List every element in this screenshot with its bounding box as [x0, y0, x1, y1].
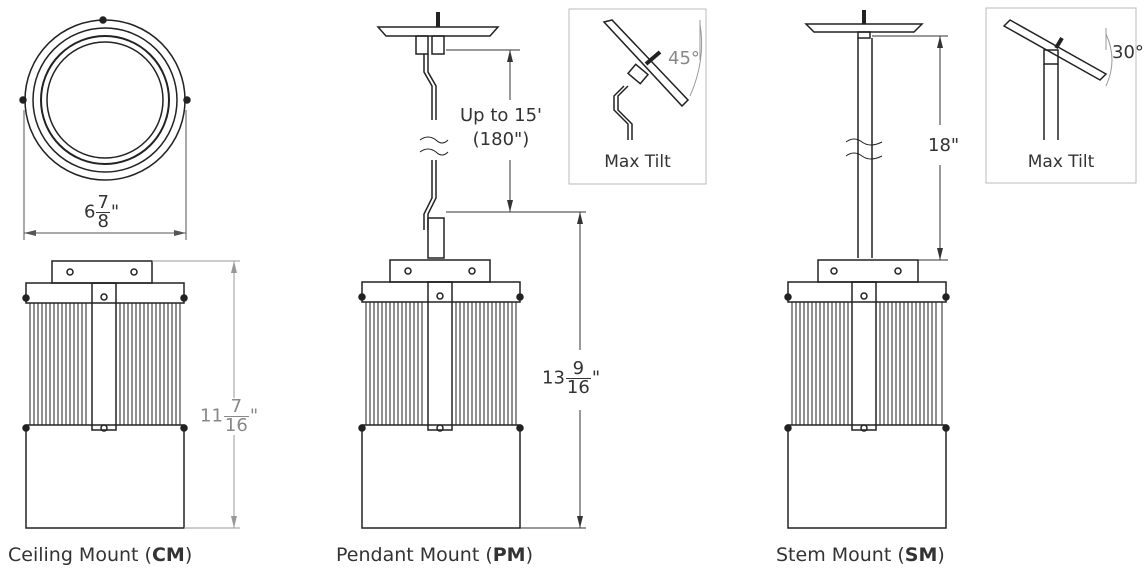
ceiling-top-view — [19, 16, 191, 240]
caption-pendant-mount: Pendant Mount (PM) — [336, 544, 533, 566]
ceiling-height-numerator: 7 — [223, 398, 249, 417]
pendant-cord-line1: Up to 15' — [460, 105, 542, 126]
pendant-tilt-inset — [568, 8, 707, 185]
caption-stem-text: Stem Mount ( — [776, 544, 905, 566]
stem-tilt-label: Max Tilt — [1027, 152, 1095, 172]
stem-tilt-inset — [985, 7, 1137, 184]
caption-stem-close: ) — [937, 544, 945, 566]
pendant-assembly — [358, 12, 524, 529]
caption-stem-code: SM — [904, 544, 938, 566]
caption-pendant-code: PM — [492, 544, 526, 566]
caption-ceiling-mount: Ceiling Mount (CM) — [8, 544, 192, 566]
caption-pendant-close: ) — [525, 544, 534, 566]
pendant-height-unit: " — [591, 367, 601, 389]
pendant-cord-dimension: Up to 15' (180") — [460, 104, 542, 152]
ceiling-height-unit: " — [249, 405, 259, 427]
caption-pendant-text: Pendant Mount ( — [336, 544, 493, 566]
ceiling-side-view — [22, 260, 240, 529]
caption-ceiling-text: Ceiling Mount ( — [8, 544, 152, 566]
pendant-height-whole: 13 — [542, 367, 565, 389]
diameter-whole: 6 — [84, 201, 96, 223]
diameter-numerator: 7 — [96, 192, 110, 213]
stem-assembly — [784, 10, 950, 529]
ceiling-height-whole: 11 — [200, 405, 223, 427]
stem-length-dimension: 18" — [925, 135, 963, 156]
diameter-unit: " — [110, 201, 120, 223]
stem-dimensions — [872, 35, 948, 261]
pendant-dimensions — [446, 49, 586, 529]
caption-ceiling-code: CM — [151, 544, 185, 566]
caption-ceiling-close: ) — [184, 544, 193, 566]
pendant-tilt-label: Max Tilt — [604, 152, 671, 172]
pendant-tilt-angle: 45° — [668, 48, 700, 69]
pendant-cord-line2: (180") — [472, 129, 530, 150]
diameter-denominator: 8 — [97, 211, 109, 232]
pendant-height-numerator: 9 — [565, 360, 591, 379]
caption-stem-mount: Stem Mount (SM) — [776, 544, 945, 566]
stem-tilt-angle: 30° — [1112, 42, 1144, 63]
ceiling-height-denominator: 16 — [224, 415, 248, 436]
pendant-height-denominator: 16 — [566, 377, 590, 398]
